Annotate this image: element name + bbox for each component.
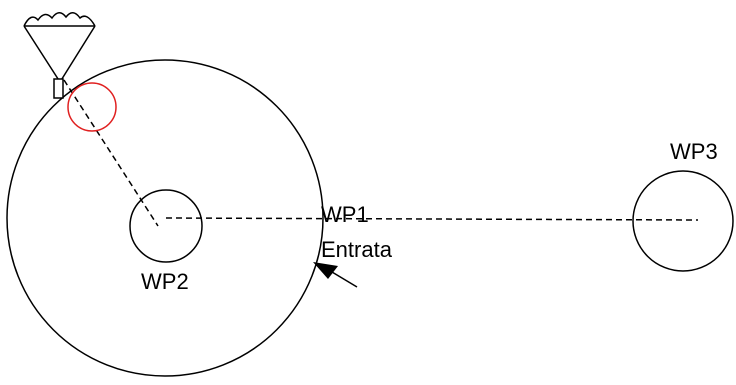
paraglider-icon xyxy=(23,12,96,99)
wp3-circle xyxy=(632,170,734,272)
route-line-wp2-wp3 xyxy=(165,217,699,221)
entrata-label: Entrata xyxy=(321,237,393,262)
wp1-label: WP1 xyxy=(321,202,369,227)
wp2-outer-cylinder xyxy=(6,59,324,377)
arrow-icon xyxy=(313,262,358,288)
wp3-label: WP3 xyxy=(670,139,718,164)
route-line-glider-wp2 xyxy=(63,79,159,227)
crossing-highlight-circle xyxy=(67,82,117,132)
wp2-label: WP2 xyxy=(141,269,189,294)
wp2-circle xyxy=(129,189,203,263)
